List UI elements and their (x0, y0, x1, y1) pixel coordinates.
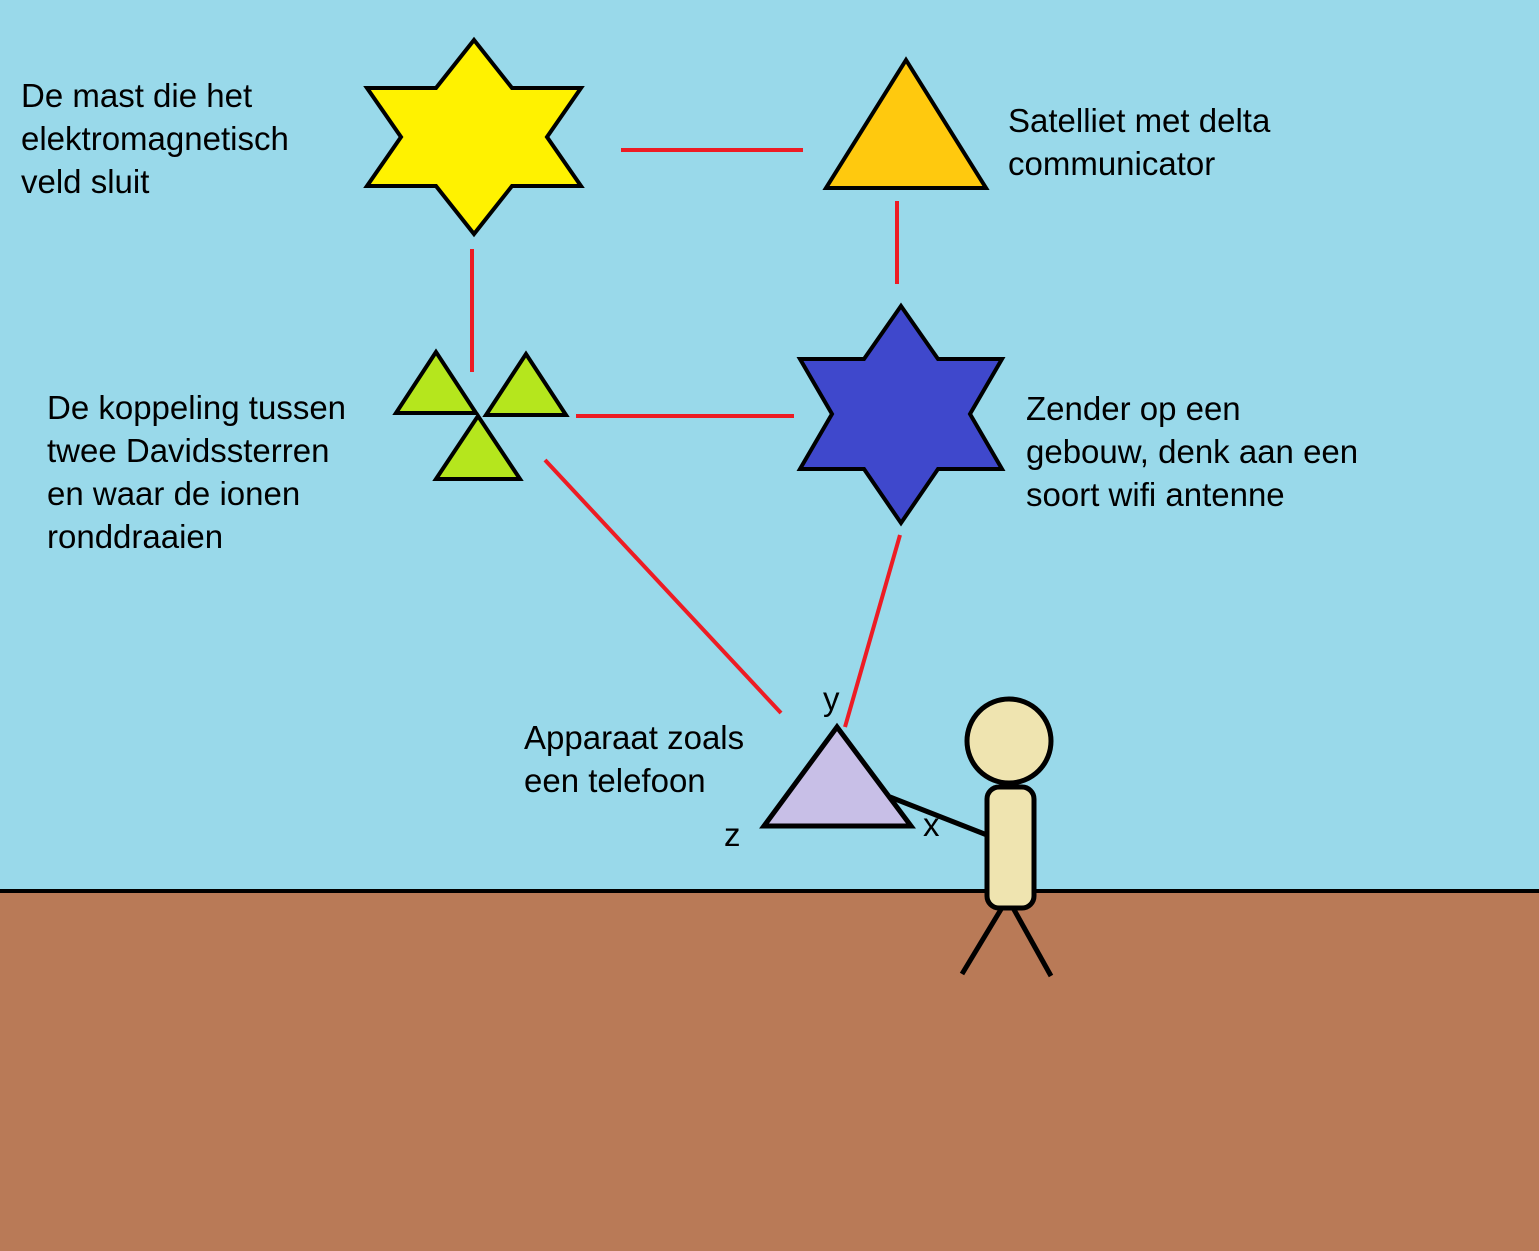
satellite-label: Satelliet met delta communicator (1008, 102, 1279, 182)
person-head (964, 696, 1054, 786)
satellite-triangle-icon (822, 56, 990, 190)
connection-lines (470, 148, 902, 728)
transmitter-label: Zender op een gebouw, denk aan een soort… (1026, 390, 1367, 513)
transmitter-star-icon (796, 302, 1006, 527)
person-figure (889, 696, 1054, 978)
axis-label-y: y (823, 680, 840, 717)
person-leg-right (1009, 904, 1054, 978)
mast-label: De mast die het elektromagnetisch veld s… (21, 77, 298, 200)
coupling-triangles-icon (392, 348, 570, 481)
ground (0, 891, 1539, 1251)
person-leg-left (959, 904, 1006, 976)
link-coupling-device (543, 458, 783, 715)
axis-label-x: x (923, 806, 940, 843)
mast-star-icon (363, 36, 585, 238)
person-arm (889, 794, 988, 838)
device-triangle-icon (759, 722, 916, 829)
coupling-label: De koppeling tussen twee Davidssterren e… (47, 389, 355, 555)
link-transmitter-device (843, 534, 902, 728)
axis-label-z: z (724, 816, 741, 853)
device-label: Apparaat zoals een telefoon (524, 719, 753, 799)
person-body (984, 784, 1037, 911)
